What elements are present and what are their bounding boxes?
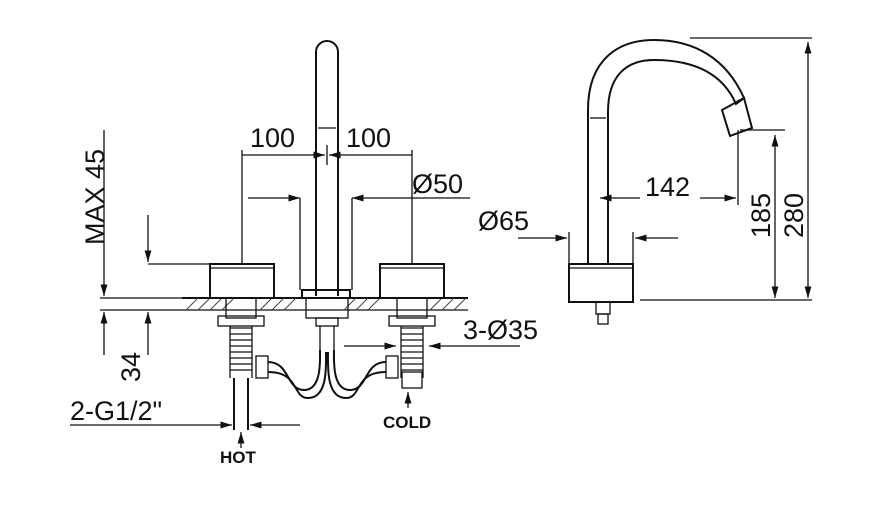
- hot-shank: [217, 297, 265, 430]
- front-view: 100 100 Ø50 MAX 45 34: [70, 40, 538, 467]
- hot-label: HOT: [220, 448, 257, 467]
- deck-surface: [182, 297, 468, 311]
- reach-dimension: [600, 130, 739, 205]
- below-deck-dimension: [100, 312, 152, 355]
- deck-thickness-dimension: [100, 130, 210, 311]
- cold-label: COLD: [383, 413, 431, 432]
- spacing-left-label: 100: [250, 123, 295, 153]
- handle-diameter-label: Ø65: [478, 206, 529, 236]
- side-base: [568, 263, 634, 303]
- reach-label: 142: [645, 172, 690, 202]
- outlet-height-label: 185: [746, 193, 776, 238]
- hot-handle: [209, 263, 275, 299]
- spacing-right-label: 100: [346, 123, 391, 153]
- spout-shank: [305, 297, 349, 360]
- connecting-hoses: [255, 349, 399, 400]
- cold-shank: [388, 297, 436, 389]
- spout-diameter-dimension: [248, 194, 470, 290]
- spout-pillar: [301, 40, 351, 299]
- connection-label: 2-G1/2": [70, 396, 162, 426]
- total-height-label: 280: [779, 193, 809, 238]
- handle-diameter-dimension: [518, 232, 678, 264]
- spout-diameter-label: Ø50: [412, 169, 463, 199]
- height-dimensions: [640, 37, 812, 301]
- gooseneck-spout: [587, 38, 746, 264]
- cold-handle: [379, 263, 445, 299]
- max-deck-thickness-label: MAX 45: [80, 149, 110, 245]
- below-deck-label: 34: [116, 352, 146, 382]
- hole-diameter-label: 3-Ø35: [463, 315, 538, 345]
- spacing-dimension: [241, 145, 413, 264]
- side-view: Ø65 142 185 280: [478, 37, 812, 325]
